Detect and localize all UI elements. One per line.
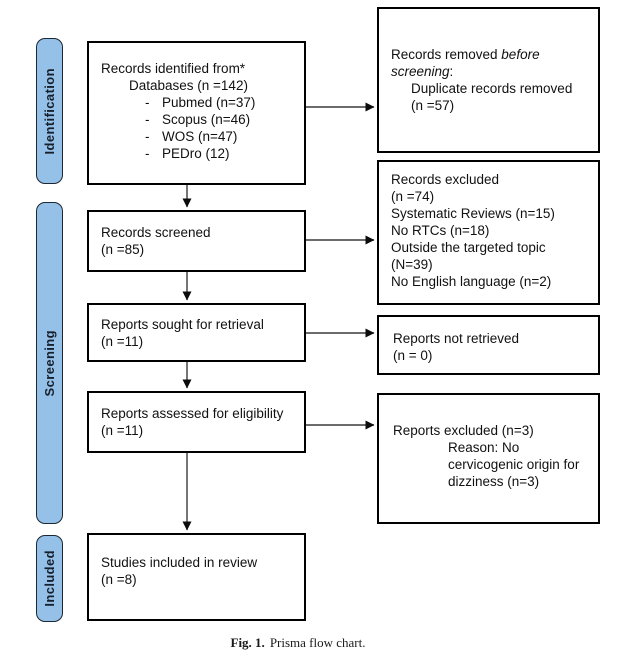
reports-assessed-line1: Reports assessed for eligibility [101, 406, 284, 421]
database-item-label: Scopus (n=46) [162, 112, 251, 127]
database-item-label: PEDro (12) [162, 146, 230, 161]
database-item-label: WOS (n=47) [162, 129, 238, 144]
figure-caption-label: Fig. 1. [230, 635, 265, 650]
reports-excluded-reason: dizziness (n=3) [448, 474, 540, 489]
records-removed-line2: screening: [391, 64, 454, 79]
records-screened-line1: Records screened [101, 225, 211, 240]
database-item: - Pubmed (n=37) [145, 94, 296, 111]
reports-not-retrieved-count: (n = 0) [393, 348, 433, 363]
records-identified-line1: Records identified from* [101, 61, 246, 76]
bullet-dash: - [145, 129, 150, 144]
records-removed-line1: Records removed before [391, 47, 540, 62]
records-screened-count: (n =85) [101, 242, 145, 257]
stage-label-identification: Identification [42, 67, 57, 155]
duplicates-removed-count: (n =57) [411, 98, 455, 113]
records-excluded-line: Records excluded [391, 172, 500, 187]
box-records-excluded: Records excluded (n =74) Systematic Revi… [377, 160, 600, 305]
bullet-dash: - [145, 95, 150, 110]
database-item-label: Pubmed (n=37) [162, 95, 256, 110]
stage-bar-identification: Identification [36, 38, 63, 184]
stage-label-included: Included [42, 550, 57, 607]
figure-caption: Fig. 1. Prisma flow chart. [0, 634, 596, 651]
box-records-identified: Records identified from* Databases (n =1… [87, 41, 306, 185]
stage-bar-included: Included [36, 535, 63, 622]
reports-excluded-reason: Reason: No [448, 440, 520, 455]
records-identified-line2: Databases (n =142) [129, 78, 248, 93]
box-reports-excluded: Reports excluded (n=3) Reason: No cervic… [377, 393, 600, 524]
box-reports-not-retrieved: Reports not retrieved (n = 0) [377, 315, 600, 375]
bullet-dash: - [145, 112, 150, 127]
records-excluded-line: No English language (n=2) [391, 274, 552, 289]
box-studies-included: Studies included in review (n =8) [87, 533, 306, 621]
reports-sought-line1: Reports sought for retrieval [101, 317, 264, 332]
database-item: - PEDro (12) [145, 145, 296, 162]
records-excluded-line: (n =74) [391, 189, 435, 204]
reports-excluded-reason: cervicogenic origin for [448, 457, 580, 472]
reports-excluded-line1: Reports excluded (n=3) [393, 423, 534, 438]
reports-assessed-count: (n =11) [101, 423, 144, 438]
reports-sought-count: (n =11) [101, 334, 144, 349]
box-records-screened: Records screened (n =85) [87, 210, 306, 272]
box-reports-assessed: Reports assessed for eligibility (n =11) [87, 391, 306, 453]
database-item: - Scopus (n=46) [145, 111, 296, 128]
figure-caption-text: Prisma flow chart. [269, 635, 366, 650]
reports-not-retrieved-line1: Reports not retrieved [393, 331, 520, 346]
records-excluded-line: Outside the targeted topic [391, 240, 546, 255]
records-excluded-line: No RTCs (n=18) [391, 223, 490, 238]
records-excluded-line: Systematic Reviews (n=15) [391, 206, 555, 221]
studies-included-line1: Studies included in review [101, 555, 258, 570]
stage-label-screening: Screening [42, 329, 57, 397]
records-excluded-line: (N=39) [391, 257, 433, 272]
database-item: - WOS (n=47) [145, 128, 296, 145]
box-reports-sought: Reports sought for retrieval (n =11) [87, 303, 306, 362]
stage-bar-screening: Screening [36, 202, 63, 524]
studies-included-count: (n =8) [101, 572, 137, 587]
bullet-dash: - [145, 146, 150, 161]
box-records-removed: Records removed before screening: Duplic… [377, 7, 600, 153]
duplicates-removed-line: Duplicate records removed [411, 81, 573, 96]
